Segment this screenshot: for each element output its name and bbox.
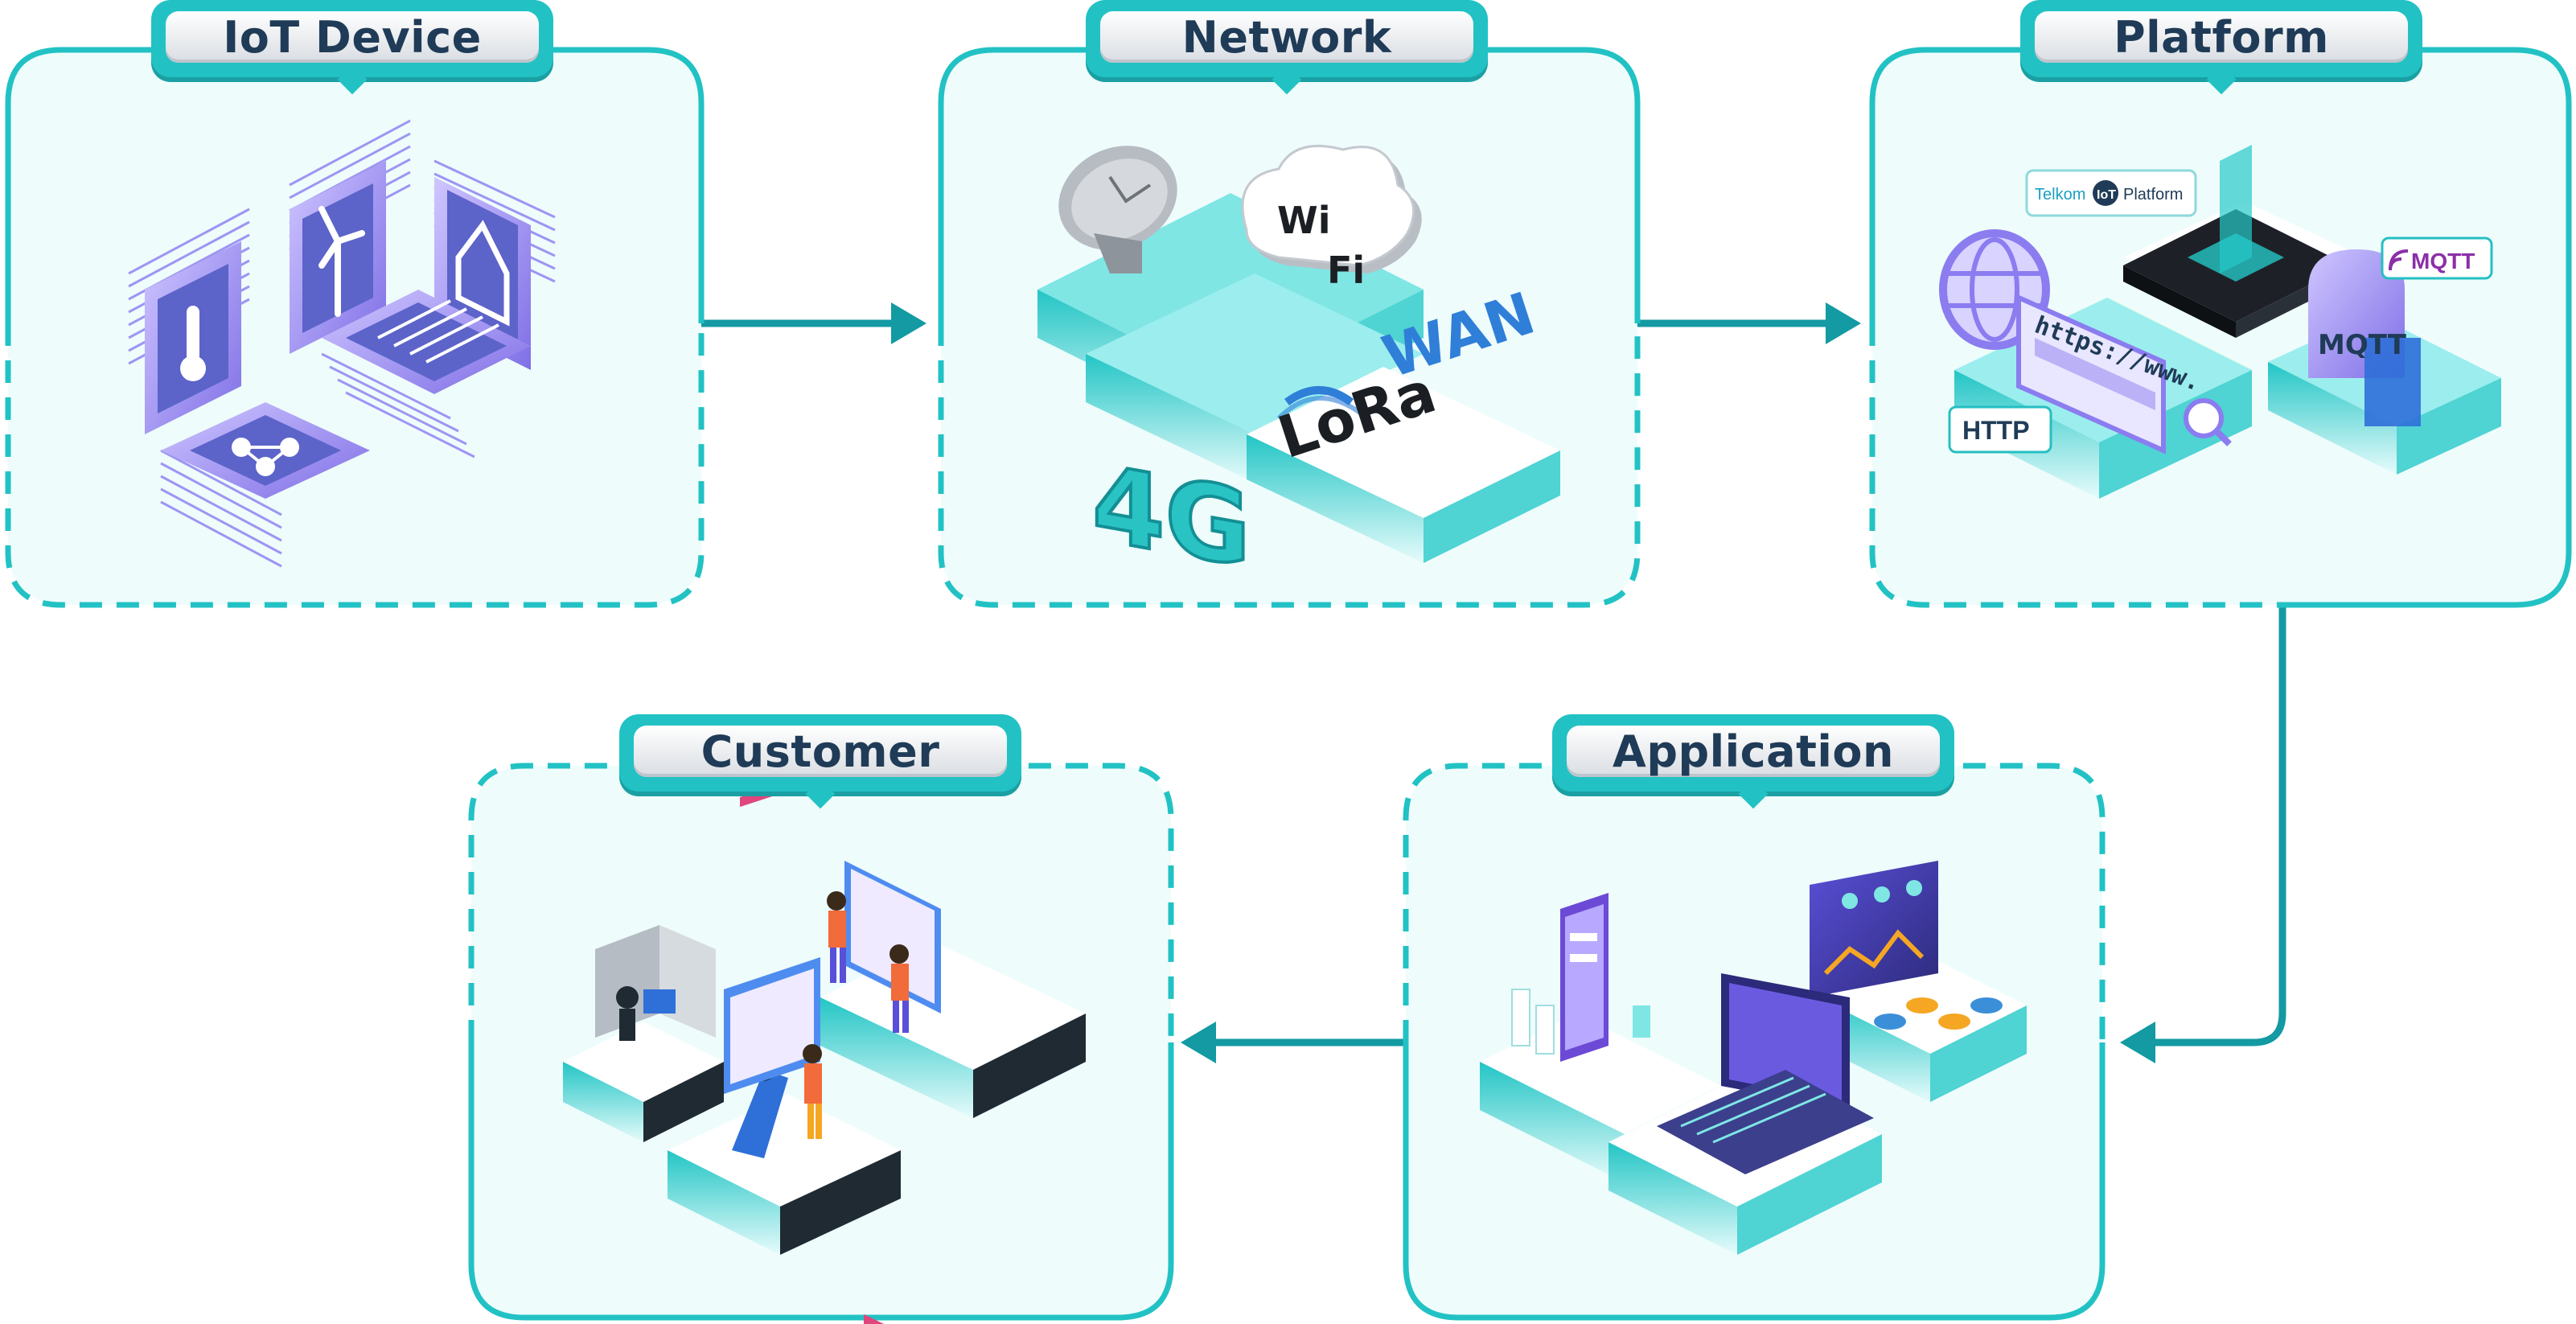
chip-network-nodes	[161, 402, 370, 499]
chip-temperature	[145, 241, 241, 434]
stage-title: Network	[1181, 11, 1392, 63]
stage-tab-iot-device: IoT Device	[151, 0, 553, 95]
server-cylinders-icon	[1511, 989, 1650, 1055]
network-illustration: 4G Wi Fi LoRa WAN	[1037, 144, 1560, 593]
office-desk-icon	[595, 925, 716, 1041]
lora-signal-icon	[1276, 386, 1369, 421]
arrowhead-icon	[1181, 1022, 1216, 1063]
arrowhead-icon	[891, 302, 926, 344]
laptop-icon	[1657, 973, 1874, 1174]
browser-window	[2016, 294, 2166, 454]
brand-mid-label: IoT	[2097, 188, 2116, 202]
wifi-bottom-label: Fi	[1327, 249, 1365, 292]
stage-tab-network: Network	[1086, 0, 1488, 95]
person-icon	[827, 891, 909, 1033]
presentation-screen	[844, 861, 941, 1324]
stage-tab-application: Application	[1552, 714, 1954, 809]
connector-network-platform	[1637, 302, 1861, 344]
brand-left-label: Telkom	[2035, 186, 2085, 204]
stage-tab-customer: Customer	[619, 714, 1021, 809]
stage-title: Customer	[700, 726, 940, 777]
connector-device-network	[701, 302, 926, 344]
smartphone-icon	[1560, 893, 1608, 1062]
brand-right-label: Platform	[2123, 186, 2183, 204]
search-icon	[2184, 398, 2232, 446]
platform-illustration: Telkom IoT Platform https://www. HTTP MQ…	[1939, 145, 2501, 499]
stage-title: IoT Device	[223, 11, 482, 63]
dashboard-screen	[1810, 861, 1938, 997]
rss-icon	[2389, 249, 2409, 271]
stage-title: Platform	[2114, 11, 2329, 63]
stage-title: Application	[1613, 726, 1894, 777]
data-coins-icon	[1874, 997, 2003, 1030]
wifi-cloud-icon	[1241, 144, 1422, 273]
processor-chip-icon	[2123, 145, 2348, 338]
satellite-dish-icon	[1058, 146, 1177, 273]
mqtt-server-icon	[2308, 249, 2421, 426]
application-illustration	[1480, 861, 2027, 1255]
cellular-4g-label: 4G	[1092, 441, 1251, 591]
iot-device-illustration	[128, 119, 556, 568]
mqtt-cube-label: MQTT	[2318, 329, 2407, 361]
arrowhead-icon	[2120, 1022, 2155, 1063]
http-label: HTTP	[1962, 416, 2030, 445]
customer-illustration	[563, 757, 1086, 1324]
brand-hub-icon	[2093, 180, 2118, 206]
connector-application-customer	[1181, 1022, 1406, 1063]
stage-tab-platform: Platform	[2020, 0, 2422, 95]
http-badge	[1948, 405, 2052, 454]
person-icon	[803, 1044, 822, 1139]
wifi-top-label: Wi	[1277, 199, 1331, 242]
mqtt-label: MQTT	[2411, 249, 2475, 273]
chip-windmill	[290, 161, 386, 354]
kanban-board	[724, 757, 820, 1094]
chip-keyboard	[322, 290, 531, 394]
connector-platform-application	[2120, 605, 2286, 1063]
arrowhead-icon	[1826, 302, 1861, 344]
mqtt-badge	[2381, 236, 2493, 280]
